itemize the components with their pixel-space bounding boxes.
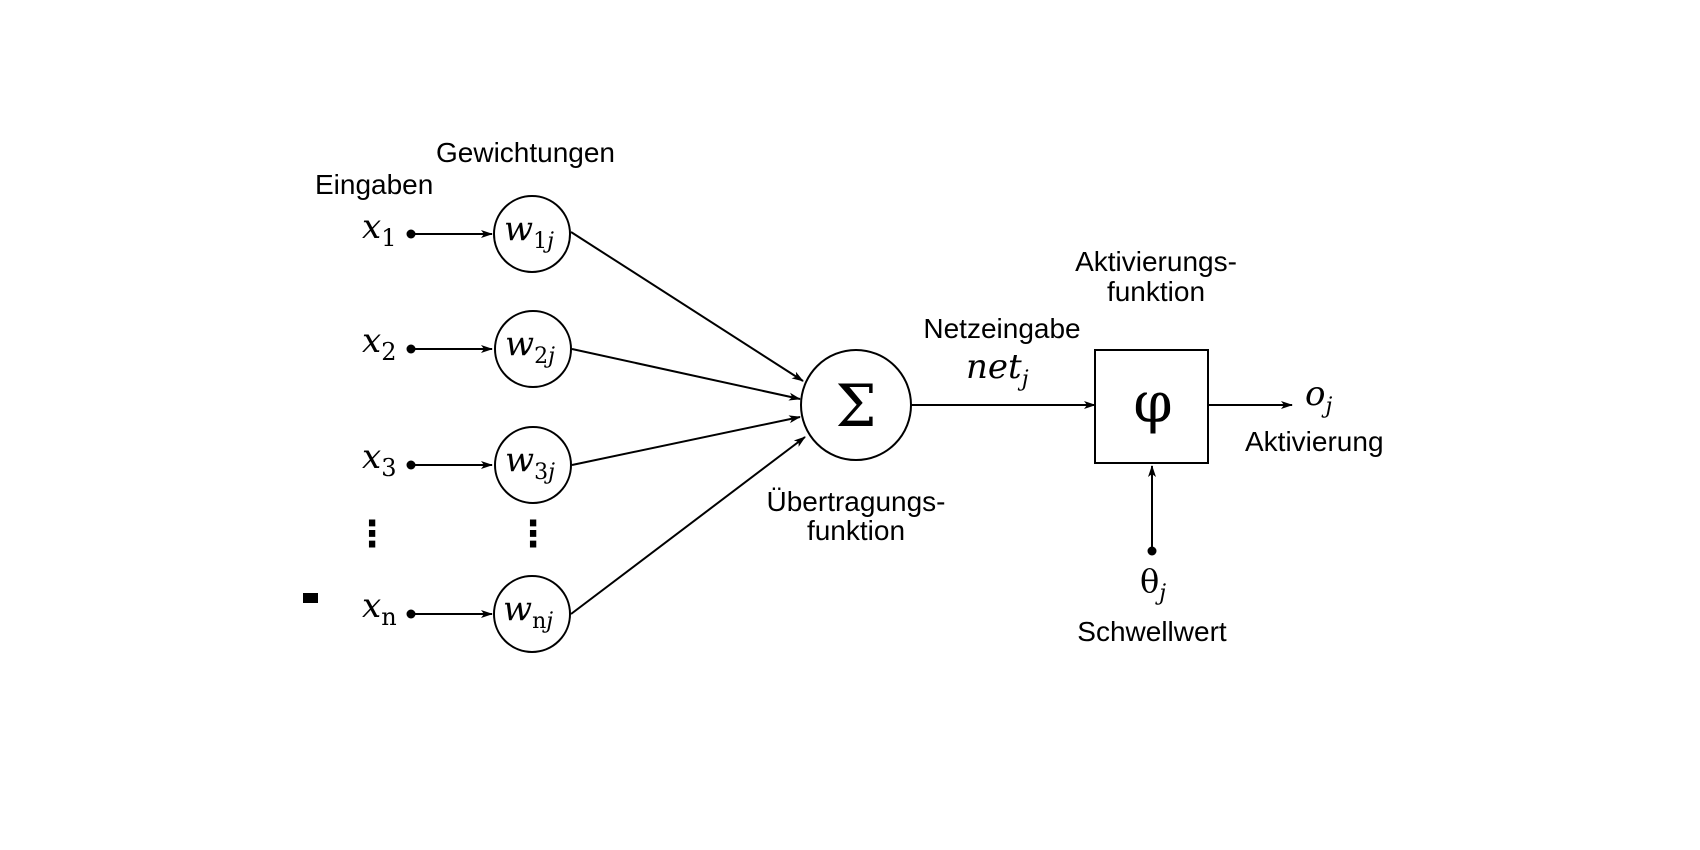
activation-fn-label-2: funktion [1107,276,1205,307]
weights-label: Gewichtungen [436,137,615,168]
x2-symbol: x2 [362,321,396,366]
w2j-to-sum-arrow [571,348,801,401]
x1-symbol: x1 [362,207,396,252]
inputs-label: Eingaben [315,169,433,200]
w2j-circle [494,310,572,388]
threshold-dot [1147,546,1157,556]
weight-wnj: wnj [493,575,571,653]
small-mark [303,593,318,603]
x3-symbol: x3 [362,437,396,482]
wnj-circle [493,575,571,653]
w1j-to-sum-arrow [570,231,804,382]
inputs-ellipsis: ⋮ [354,514,390,555]
input-x2: x2 [362,321,493,366]
net-j-symbol: netj [966,347,1029,392]
wnj-to-sum-arrow [570,436,806,615]
transfer-label-2: funktion [807,515,905,546]
wnj-symbol: wnj [503,589,553,634]
weights-ellipsis: ⋮ [515,514,551,555]
phi-symbol: φ [1133,371,1172,436]
w2j-symbol: w2j [505,324,555,369]
transfer-label-1: Übertragungs- [767,486,946,517]
sigma-symbol: Σ [835,372,876,440]
xn-symbol: xn [362,586,397,631]
input-x3: x3 [362,437,493,482]
w3j-circle [494,426,572,504]
o-j-symbol: oj [1305,374,1332,419]
activation-function-box: φ [1094,349,1209,464]
theta-j-symbol: θj [1140,562,1166,606]
w3j-symbol: w3j [505,440,555,485]
activation-label: Aktivierung [1245,426,1384,457]
input-x1: x1 [362,207,493,252]
weight-w3j: w3j [494,426,572,504]
w1j-symbol: w1j [504,209,554,254]
weight-w1j: w1j [493,195,571,273]
threshold-label: Schwellwert [1077,616,1227,647]
phi-box [1094,349,1209,464]
weight-w2j: w2j [494,310,572,388]
w1j-circle [493,195,571,273]
input-xn: xn [362,586,493,631]
activation-fn-label-1: Aktivierungs- [1075,246,1237,277]
net-input-label: Netzeingabe [923,313,1080,344]
w3j-to-sum-arrow [571,415,801,466]
sum-node: Σ [800,349,912,461]
